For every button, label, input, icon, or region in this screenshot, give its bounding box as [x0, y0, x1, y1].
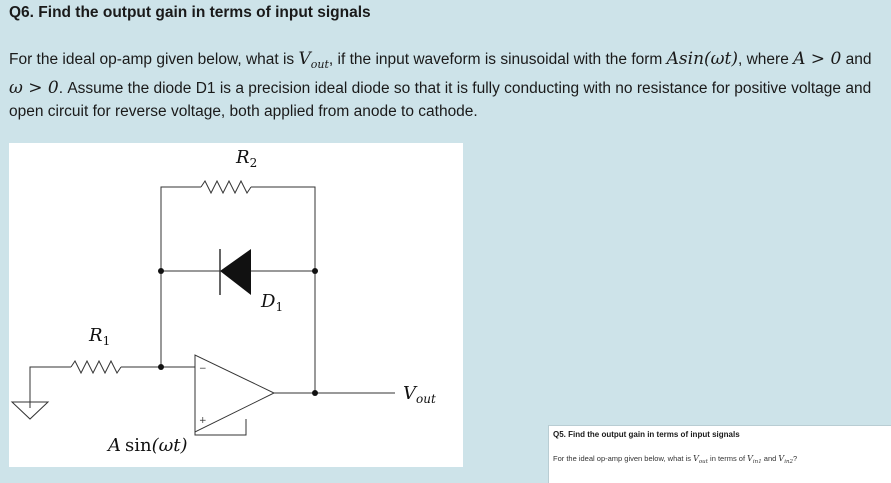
- preview-text: For the ideal op-amp given below, what i…: [553, 454, 798, 465]
- diode-symbol: [220, 249, 251, 295]
- ground-wire: [29, 366, 71, 408]
- resistor-r1: [70, 359, 122, 375]
- vout-symbol: Vout: [298, 49, 329, 71]
- vout-label: Vout: [403, 383, 436, 406]
- question-text: For the ideal op-amp given below, what i…: [9, 48, 884, 124]
- question-text-part-5: . Assume the diode D1 is a precision ide…: [9, 79, 872, 121]
- opamp-plus-sign: +: [199, 416, 207, 426]
- node-diode-left: [158, 268, 164, 274]
- question-text-part-3: , where: [737, 51, 794, 68]
- r2-label: R2: [235, 147, 257, 170]
- question-title: Q6. Find the output gain in terms of inp…: [9, 4, 371, 21]
- opamp-minus-sign: −: [199, 364, 207, 374]
- question-text-part-4: and: [841, 51, 872, 68]
- condition-a: A > 0: [793, 49, 842, 69]
- waveform-expression: Asin(ωt): [666, 49, 738, 69]
- resistor-r2: [200, 179, 252, 195]
- question-text-part-2: , if the input waveform is sinusoidal wi…: [328, 51, 667, 68]
- ground-symbol: [10, 401, 50, 420]
- preview-title: Q5. Find the output gain in terms of inp…: [553, 430, 740, 439]
- r1-label: R1: [88, 325, 110, 348]
- node-output: [312, 390, 318, 396]
- wire-r2-right: [251, 186, 316, 393]
- node-diode-right: [312, 268, 318, 274]
- node-junction: [158, 364, 164, 370]
- d1-label: D1: [260, 291, 283, 314]
- wire-r2-left: [160, 186, 201, 367]
- next-question-preview[interactable]: Q5. Find the output gain in terms of inp…: [548, 425, 891, 483]
- question-text-part-1: For the ideal op-amp given below, what i…: [9, 51, 299, 68]
- opamp-triangle: [194, 354, 276, 433]
- condition-omega: ω > 0: [9, 77, 59, 98]
